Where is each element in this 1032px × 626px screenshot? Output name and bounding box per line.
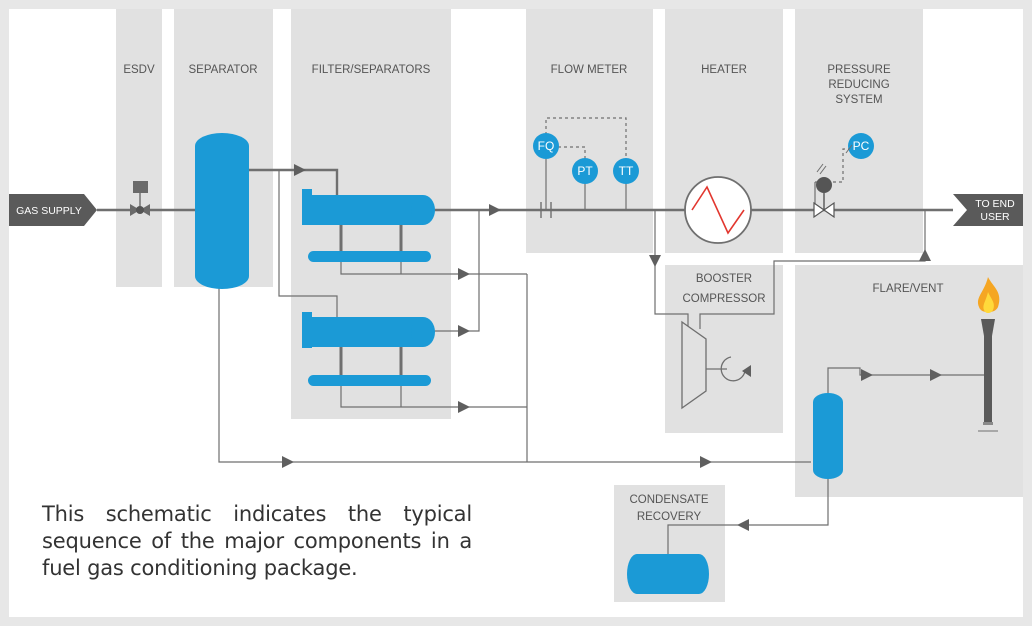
orifice-plate-icon: [540, 202, 552, 218]
booster-compressor-label-2: COMPRESSOR: [682, 293, 765, 305]
separator-label: SEPARATOR: [188, 64, 257, 76]
condensate-recovery-label-1: CONDENSATE: [629, 494, 708, 506]
condensate-recovery-label-2: RECOVERY: [637, 511, 702, 523]
pressure-control-valve-icon: [813, 177, 835, 219]
pressure-reducing-label-3: SYSTEM: [835, 94, 882, 106]
compressor-icon: [681, 320, 751, 410]
flare-stack-icon: [977, 277, 1000, 432]
flow-arrows: [282, 164, 942, 531]
flow-meter-panel: [526, 9, 653, 253]
signal-slash-icon: [816, 144, 853, 175]
filter-separator-2: [302, 312, 435, 386]
fq-label: FQ: [538, 139, 555, 153]
to-end-user-label-1: TO END: [975, 198, 1015, 210]
esdv-panel: [116, 9, 162, 287]
pressure-reducing-label-1: PRESSURE: [827, 64, 891, 76]
flare-vent-label: FLARE/VENT: [873, 283, 944, 295]
heater-label: HEATER: [701, 64, 747, 76]
flow-meter-label: FLOW METER: [551, 64, 628, 76]
condensate-tank: [627, 554, 709, 594]
flare-ko-drum: [813, 393, 843, 479]
tt-instrument: [613, 158, 639, 184]
pressure-reducing-label-2: REDUCING: [828, 79, 889, 91]
tt-label: TT: [619, 164, 634, 178]
booster-compressor-label-1: BOOSTER: [696, 273, 752, 285]
gas-supply-label: GAS SUPPLY: [16, 205, 82, 217]
diagram-canvas: ESDV SEPARATOR FILTER/SEPARATORS FLOW ME…: [9, 9, 1023, 617]
to-end-user-tag: [953, 194, 1023, 226]
process-schematic: ESDV SEPARATOR FILTER/SEPARATORS FLOW ME…: [9, 9, 1023, 602]
gas-supply-tag: [9, 194, 97, 226]
filter-separators-label: FILTER/SEPARATORS: [312, 64, 431, 76]
esdv-label: ESDV: [123, 64, 155, 76]
pc-instrument: [848, 133, 874, 159]
heater-icon: [684, 176, 752, 244]
esdv-valve-icon: [130, 181, 150, 216]
separator-vessel: [195, 133, 249, 289]
caption-text: This schematic indicates the typical seq…: [42, 502, 472, 580]
fq-instrument: [533, 133, 559, 159]
pc-label: PC: [853, 139, 870, 153]
pt-label: PT: [577, 164, 593, 178]
filter-separator-1: [302, 189, 435, 262]
pt-instrument: [572, 158, 598, 184]
to-end-user-label-2: USER: [980, 211, 1010, 223]
